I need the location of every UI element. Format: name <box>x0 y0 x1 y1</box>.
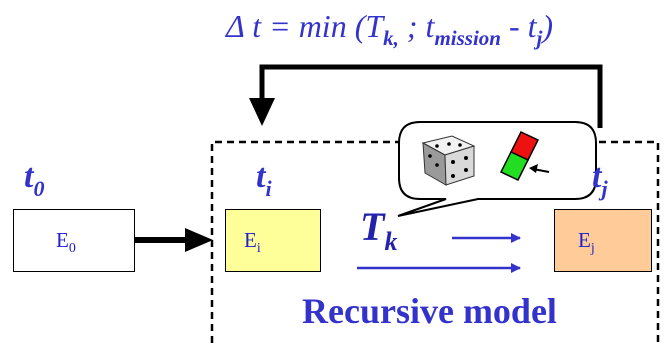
component-icon <box>499 131 550 181</box>
t0-base: t <box>24 158 34 195</box>
formula-t-mission: t <box>425 8 435 44</box>
t0-label: t0 <box>24 158 44 202</box>
ej-sub: j <box>590 241 595 256</box>
formula-k-sub: k, <box>383 26 399 50</box>
e0-to-ei-arrowhead <box>185 228 213 252</box>
t0-sub: 0 <box>33 176 45 201</box>
state-ej-box: Ej <box>554 209 652 272</box>
e0-sub: 0 <box>68 241 76 256</box>
ei-sub: i <box>256 241 261 256</box>
state-ej-label: Ej <box>578 228 595 257</box>
ei-base: E <box>244 228 257 252</box>
ti-label: ti <box>256 158 272 202</box>
tj-base: t <box>592 158 602 195</box>
tk-sub: k <box>384 227 398 256</box>
ej-base: E <box>578 228 591 252</box>
formula-mission-sub: mission <box>434 26 501 50</box>
state-e0-box: E0 <box>13 209 135 272</box>
ti-base: t <box>256 158 266 195</box>
feedback-loop-arrowhead <box>249 98 275 126</box>
tk-base: T <box>360 204 385 249</box>
delta-t-formula: Δ t = min (Tk, ; tmission - tj) <box>226 8 671 56</box>
formula-j-sub: j <box>536 26 543 50</box>
recursive-model-title: Recursive model <box>302 291 557 331</box>
e0-base: E <box>56 228 69 252</box>
tj-label: tj <box>592 158 608 202</box>
tj-sub: j <box>601 176 608 201</box>
formula-minus: - <box>500 8 528 44</box>
formula-t-j: t <box>527 8 537 44</box>
ti-sub: i <box>265 176 272 201</box>
dice-icon <box>421 135 476 186</box>
state-ei-label: Ei <box>244 228 261 257</box>
feedback-loop-line <box>259 64 603 128</box>
formula-close: ) <box>542 8 554 44</box>
formula-T: T <box>365 8 384 44</box>
formula-sep: ; <box>398 8 426 44</box>
transition-tk-label: Tk <box>360 203 397 257</box>
formula-part: t = min ( <box>244 8 366 44</box>
delta-symbol: Δ <box>226 8 245 44</box>
state-ei-box: Ei <box>225 209 321 272</box>
state-e0-label: E0 <box>56 228 76 257</box>
